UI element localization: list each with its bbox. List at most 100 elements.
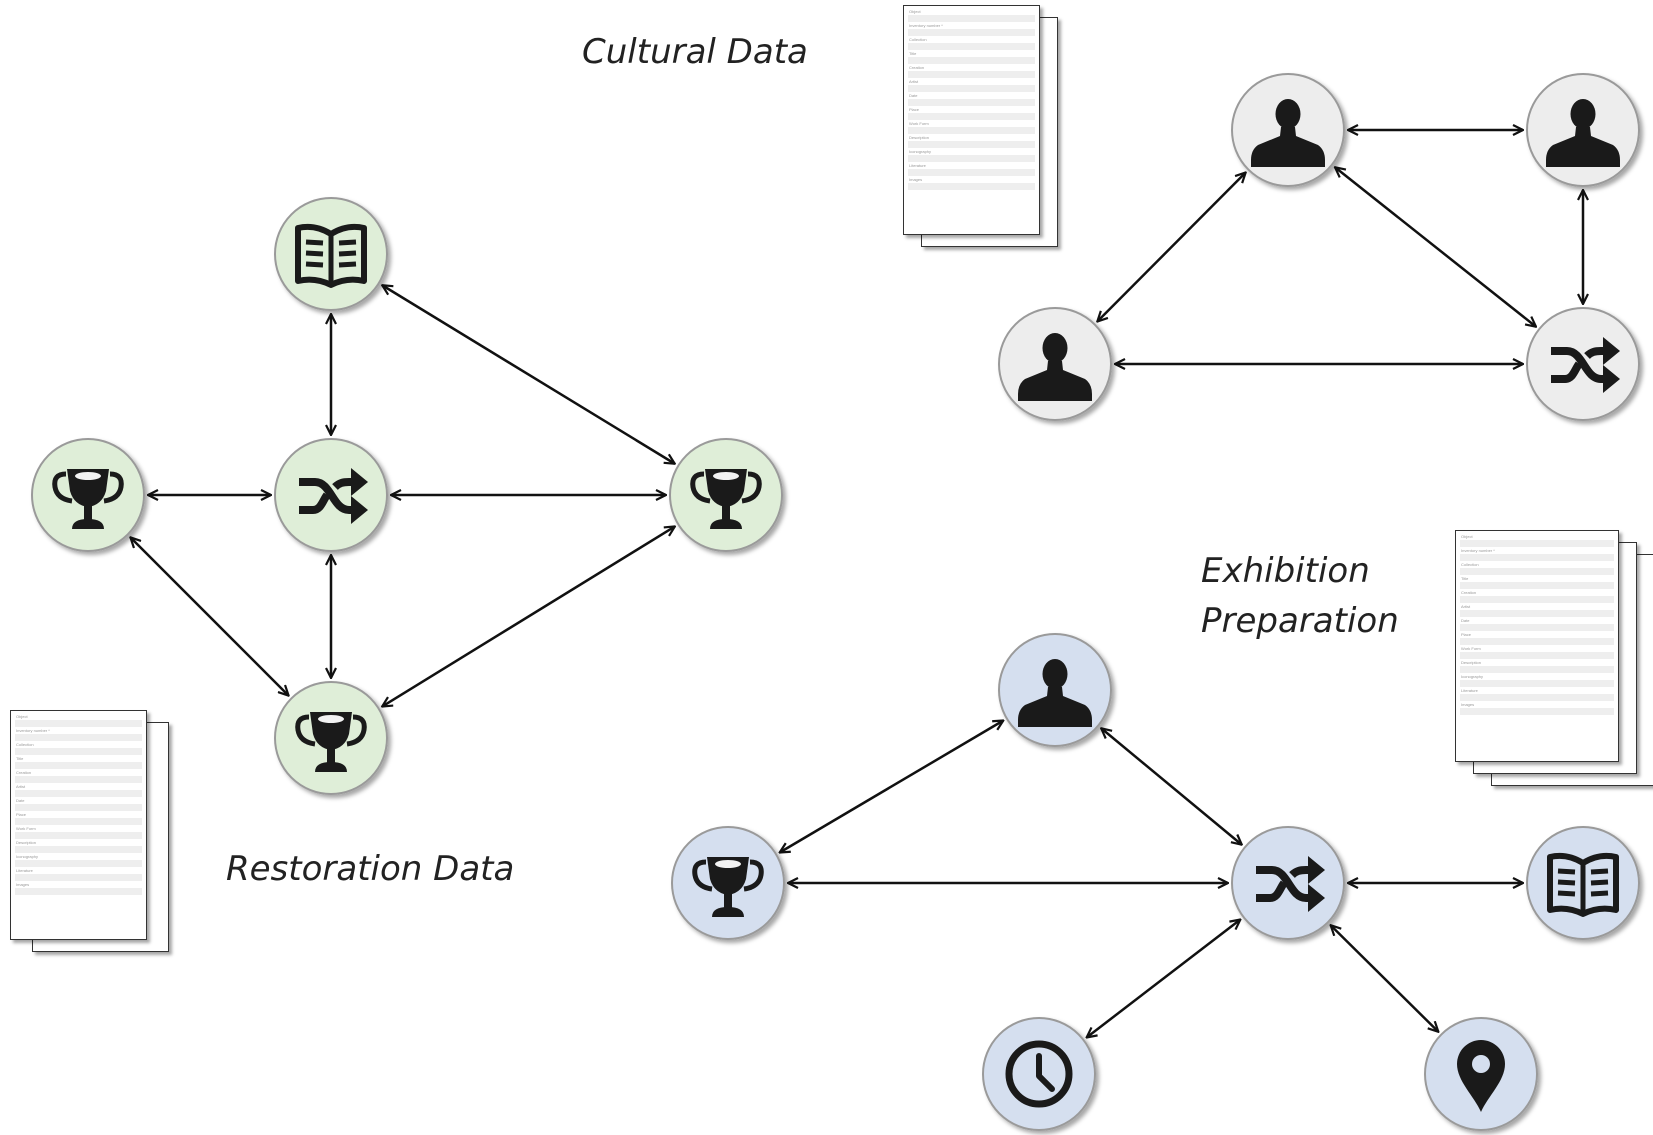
node-c-person-right [1526,73,1640,187]
shuffle-icon [1256,856,1325,912]
form-field-row: Collection [1460,562,1614,575]
form-field-label: Description [909,135,930,140]
form-field-label: Artist [909,79,919,84]
form-field-row: Place [908,107,1035,120]
trophy-icon [52,469,124,529]
edge-e-shuffle-to-e-clock [1087,920,1241,1038]
form-field-label: Images [909,177,923,182]
form-field-row: Creation [1460,590,1614,603]
form-field-label: Creation [909,65,925,70]
form-field-row: Title [1460,576,1614,589]
form-field-row: Iconography [908,149,1035,162]
form-field-label: Inventory number * [909,23,943,28]
trophy-icon [692,857,764,917]
shuffle-icon [1551,337,1620,393]
form-field-label: Artist [16,784,26,789]
form-field-label: Title [16,756,24,761]
form-field-label: Work Form [16,826,36,831]
form-field-label: Object [16,714,28,719]
form-field-row: Artist [1460,604,1614,617]
nodes-layer [31,73,1640,1131]
edge-c-person-top-to-c-person-left [1097,173,1245,322]
form-field-row: Inventory number * [15,728,142,741]
person-icon [1546,99,1620,167]
node-e-trophy [671,826,785,940]
node-r-trophy-bottom [274,681,388,795]
edge-e-person-to-e-trophy [780,720,1004,852]
form-field-row: Date [1460,618,1614,631]
form-field-label: Collection [16,742,34,747]
form-field-label: Inventory number * [1461,548,1495,553]
node-e-book [1526,826,1640,940]
node-r-trophy-right [669,438,783,552]
node-r-trophy-left [31,438,145,552]
form-field-label: Work Form [909,121,929,126]
form-field-row: Collection [908,37,1035,50]
caption-exhibition-line-1: Exhibition [1201,551,1370,591]
form-field-row: Artist [908,79,1035,92]
form-field-label: Title [1461,576,1469,581]
edge-r-trophy-bottom-to-r-trophy-right [382,526,675,706]
form-field-label: Place [16,812,27,817]
form-field-row: Work Form [908,121,1035,134]
person-icon [1018,659,1092,727]
form-field-row: Artist [15,784,142,797]
form-field-label: Literature [909,163,926,168]
map-pin-icon [1457,1040,1505,1112]
form-field-row: Object [908,9,1035,22]
form-field-label: Date [16,798,25,803]
form-field-label: Place [1461,632,1472,637]
book-icon [295,223,367,288]
person-icon [1251,99,1325,167]
form-field-label: Iconography [909,149,932,154]
form-field-label: Inventory number * [16,728,50,733]
form-field-row: Description [15,840,142,853]
edges-layer [130,130,1583,1037]
form-field-label: Date [1461,618,1470,623]
trophy-icon [690,469,762,529]
form-field-label: Collection [1461,562,1479,567]
edge-e-person-to-e-shuffle [1101,728,1242,844]
form-field-row: Object [15,714,142,727]
form-field-row: Creation [908,65,1035,78]
form-field-row: Inventory number * [1460,548,1614,561]
form-field-label: Iconography [1461,674,1484,679]
form-field-label: Literature [1461,688,1478,693]
node-c-person-left [998,307,1112,421]
form-field-label: Images [1461,702,1475,707]
form-field-row: Images [1460,702,1614,715]
form-field-label: Collection [909,37,927,42]
caption-exhibition-line-2: Preparation [1201,601,1399,641]
form-field-label: Creation [1461,590,1477,595]
form-field-row: Literature [908,163,1035,176]
form-field-label: Description [1461,660,1482,665]
edge-r-trophy-left-to-r-trophy-bottom [130,537,288,695]
node-c-shuffle [1526,307,1640,421]
form-field-label: Iconography [16,854,39,859]
form-field-label: Work Form [1461,646,1481,651]
node-r-shuffle [274,438,388,552]
form-field-row: Images [908,177,1035,190]
person-icon [1018,333,1092,401]
form-field-row: Literature [15,868,142,881]
node-r-book [274,197,388,311]
node-e-clock [982,1017,1096,1131]
caption-cultural-data: Cultural Data [582,32,808,72]
form-field-label: Object [1461,534,1473,539]
form-field-row: Inventory number * [908,23,1035,36]
book-icon [1547,852,1619,917]
form-field-label: Artist [1461,604,1471,609]
form-field-row: Description [1460,660,1614,673]
form-field-row: Date [908,93,1035,106]
form-field-label: Images [16,882,30,887]
shuffle-icon [299,468,368,524]
form-field-row: Work Form [15,826,142,839]
form-field-row: Title [908,51,1035,64]
form-field-label: Object [909,9,921,14]
form-field-row: Iconography [1460,674,1614,687]
